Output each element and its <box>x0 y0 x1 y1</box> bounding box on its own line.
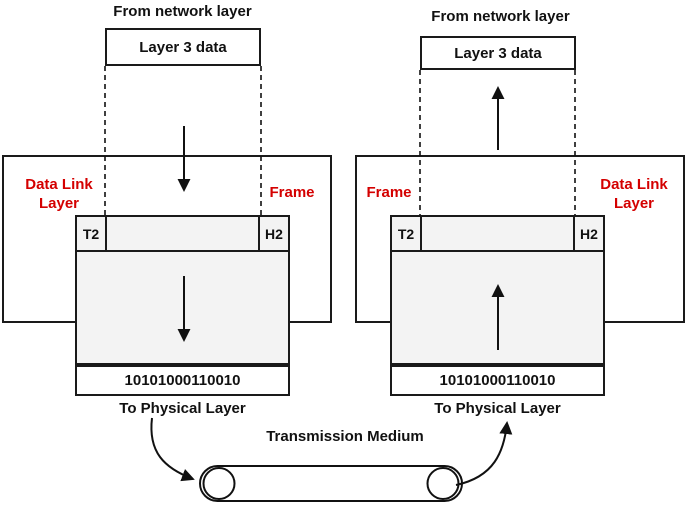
conveyor-wheel-right <box>426 467 460 500</box>
sender-header-cell: H2 <box>258 217 288 250</box>
medium-to-receiver-arrow <box>455 421 513 486</box>
sender-frame-header-row: T2 H2 <box>77 217 288 252</box>
transmission-medium-label: Transmission Medium <box>266 428 424 445</box>
receiver-from-network-label: From network layer <box>431 8 570 25</box>
sender-data-link-layer-label: Data Link Layer <box>25 176 93 212</box>
sender-frame-label: Frame <box>269 184 315 201</box>
sender-to-physical-label: To Physical Layer <box>119 400 246 417</box>
sender-trailer-cell: T2 <box>77 217 107 250</box>
receiver-layer3-data-box: Layer 3 data <box>420 36 576 70</box>
receiver-header-cell: H2 <box>573 217 603 250</box>
receiver-frame-block: T2 H2 <box>390 215 605 365</box>
receiver-data-link-layer-label: Data Link Layer <box>600 176 668 212</box>
receiver-bitstream-box: 10101000110010 <box>390 365 605 396</box>
sender-to-medium-arrow <box>150 417 195 482</box>
receiver-frame-header-row: T2 H2 <box>392 217 603 252</box>
receiver-trailer-cell: T2 <box>392 217 422 250</box>
sender-bitstream-box: 10101000110010 <box>75 365 290 396</box>
conveyor-belt <box>199 465 463 502</box>
sender-layer3-data-box: Layer 3 data <box>105 28 261 66</box>
sender-frame-block: T2 H2 <box>75 215 290 365</box>
receiver-frame-label: Frame <box>366 184 412 201</box>
sender-from-network-label: From network layer <box>113 3 252 20</box>
conveyor-wheel-left <box>202 467 236 500</box>
receiver-to-physical-label: To Physical Layer <box>434 400 561 417</box>
